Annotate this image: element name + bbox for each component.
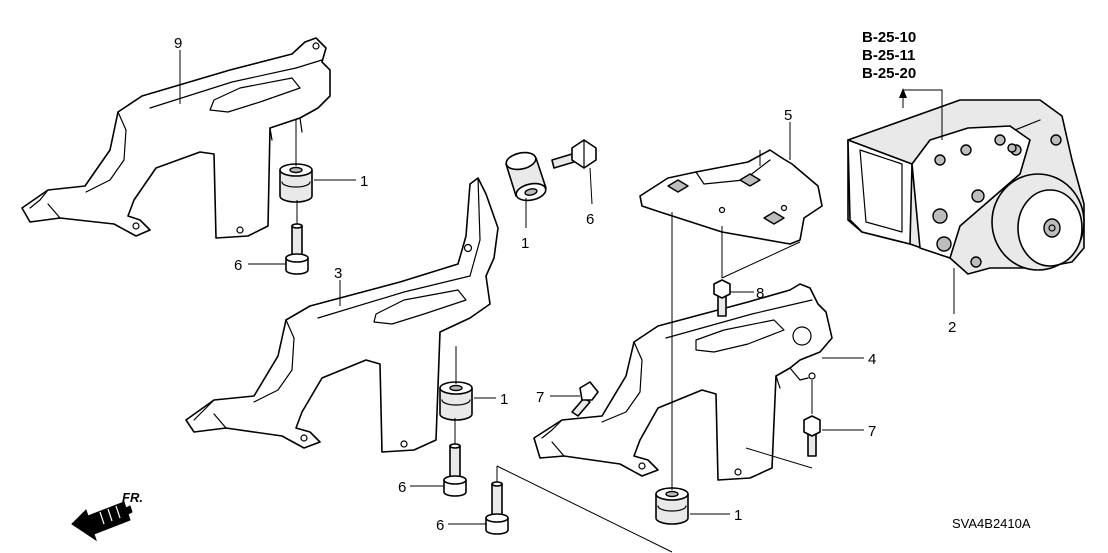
callout-8: 8 xyxy=(756,285,764,302)
reference-codes: B-25-10 B-25-11 B-25-20 xyxy=(862,29,916,82)
callout-1: 1 xyxy=(500,391,508,408)
callouts: 9 1 6 3 1 6 6 1 6 5 8 4 7 7 1 2 xyxy=(174,35,956,534)
flange-bolt-7-left[interactable] xyxy=(571,381,599,417)
front-direction-label: FR. xyxy=(122,490,143,505)
callout-6: 6 xyxy=(586,211,594,228)
flange-bolt-8[interactable] xyxy=(713,279,731,317)
rubber-mount-middle[interactable] xyxy=(439,381,473,421)
reference-code[interactable]: B-25-20 xyxy=(862,65,916,82)
bracket-4[interactable] xyxy=(533,283,833,481)
front-direction-indicator: FR. xyxy=(71,490,143,542)
reference-code[interactable]: B-25-10 xyxy=(862,29,916,46)
rubber-mount-lower[interactable] xyxy=(655,487,689,525)
callout-leaders xyxy=(179,50,955,525)
bracket-5[interactable] xyxy=(639,149,823,245)
callout-1: 1 xyxy=(734,507,742,524)
front-arrow-icon xyxy=(71,501,133,542)
callout-5: 5 xyxy=(784,107,792,124)
callout-6: 6 xyxy=(398,479,406,496)
callout-4: 4 xyxy=(868,351,876,368)
assembly-lines xyxy=(295,88,943,553)
callout-1: 1 xyxy=(360,173,368,190)
collar-bolt-upper-left[interactable] xyxy=(285,223,309,275)
callout-6: 6 xyxy=(234,257,242,274)
callout-1: 1 xyxy=(521,235,529,252)
callout-9: 9 xyxy=(174,35,182,52)
collar-bolt-middle[interactable] xyxy=(443,443,467,497)
callout-7: 7 xyxy=(536,389,544,406)
callout-6: 6 xyxy=(436,517,444,534)
abs-modulator-unit[interactable] xyxy=(847,99,1085,275)
flange-bolt-7-right[interactable] xyxy=(803,415,821,457)
callout-3: 3 xyxy=(334,265,342,282)
callout-7: 7 xyxy=(868,423,876,440)
bracket-9[interactable] xyxy=(21,37,331,239)
rubber-mount-standalone[interactable] xyxy=(505,150,548,203)
collar-bolt-standalone[interactable] xyxy=(551,139,597,169)
collar-bolt-lower[interactable] xyxy=(485,481,509,535)
callout-2: 2 xyxy=(948,319,956,336)
reference-code[interactable]: B-25-11 xyxy=(862,47,915,64)
diagram-code: SVA4B2410A xyxy=(952,516,1031,531)
rubber-mount-upper-left[interactable] xyxy=(279,163,313,203)
